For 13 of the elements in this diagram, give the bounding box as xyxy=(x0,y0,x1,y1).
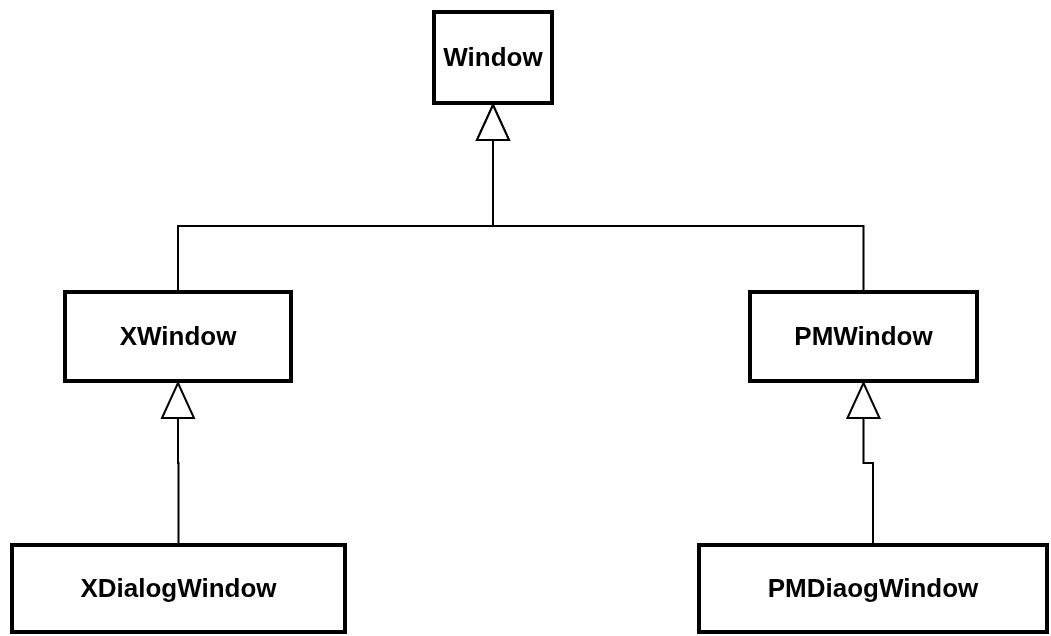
class-name: Window xyxy=(443,42,543,73)
inheritance-arrow xyxy=(846,382,881,544)
class-name: PMDiaogWindow xyxy=(767,573,979,604)
inheritance-arrow xyxy=(161,382,195,544)
inheritance-arrow xyxy=(476,104,865,291)
class-box xyxy=(10,543,347,634)
class-box xyxy=(432,10,554,105)
class-name: XWindow xyxy=(119,321,237,352)
class-box xyxy=(748,290,979,383)
class-name: PMWindow xyxy=(794,321,933,352)
class-box xyxy=(697,543,1049,634)
class-name: XDialogWindow xyxy=(80,573,277,604)
class-box xyxy=(63,290,293,383)
